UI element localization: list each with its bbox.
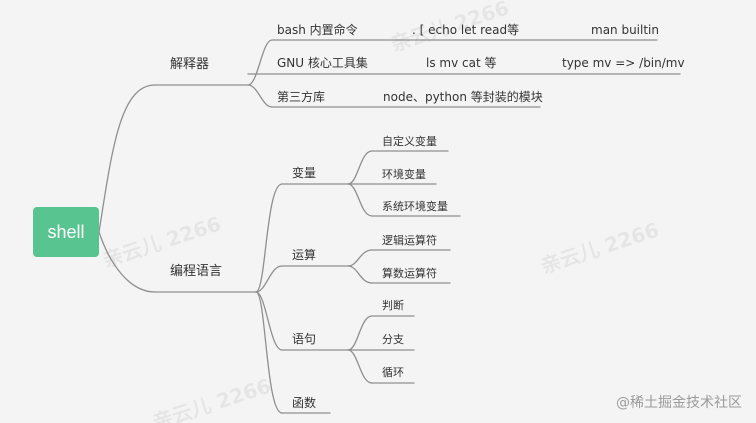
node-bash-builtin: bash 内置命令 bbox=[277, 23, 358, 37]
node-operations: 运算 bbox=[292, 248, 317, 262]
edge-stmt-3 bbox=[347, 349, 373, 384]
leaf-arith-operator: 算数运算符 bbox=[382, 267, 437, 280]
edge-stmt-1 bbox=[347, 315, 373, 351]
root-node: shell bbox=[33, 207, 99, 257]
node-statements: 语句 bbox=[292, 332, 317, 346]
edge-op-1 bbox=[347, 249, 373, 267]
node-bash-builtin-detail: . [ echo let read等 bbox=[412, 23, 520, 37]
edge-thirdparty bbox=[247, 84, 273, 108]
node-functions: 函数 bbox=[292, 396, 317, 410]
node-variables: 变量 bbox=[292, 166, 317, 180]
node-third-party-detail: node、python 等封装的模块 bbox=[383, 90, 543, 104]
edge-op bbox=[255, 265, 283, 293]
leaf-env-variable: 环境变量 bbox=[382, 168, 426, 181]
edge-bash bbox=[247, 39, 273, 86]
leaf-logic-operator: 逻辑运算符 bbox=[382, 234, 437, 247]
edge-var-3 bbox=[347, 183, 373, 217]
node-gnu-coreutils: GNU 核心工具集 bbox=[277, 56, 368, 70]
edge-op-2 bbox=[347, 265, 373, 284]
edge-root-interpreter bbox=[98, 84, 156, 233]
edge-root-programming bbox=[98, 231, 156, 293]
edge-var-1 bbox=[347, 150, 373, 185]
leaf-loop: 循环 bbox=[382, 366, 404, 379]
node-third-party: 第三方库 bbox=[277, 90, 326, 104]
edge-func bbox=[255, 291, 283, 414]
node-gnu-coreutils-detail: ls mv cat 等 bbox=[426, 56, 497, 70]
leaf-custom-variable: 自定义变量 bbox=[382, 135, 437, 148]
node-gnu-coreutils-extra: type mv => /bin/mv bbox=[562, 56, 685, 70]
credit-text: @稀土掘金技术社区 bbox=[616, 395, 742, 411]
leaf-condition: 判断 bbox=[382, 299, 404, 312]
root-label: shell bbox=[47, 221, 85, 242]
node-bash-builtin-extra: man builtin bbox=[591, 23, 659, 37]
leaf-system-env-variable: 系统环境变量 bbox=[382, 200, 448, 213]
edge-var bbox=[255, 183, 283, 293]
leaf-branch: 分支 bbox=[382, 333, 404, 346]
branch-programming: 编程语言 bbox=[170, 264, 223, 279]
branch-interpreter: 解释器 bbox=[170, 57, 210, 72]
edge-stmt bbox=[255, 291, 283, 351]
